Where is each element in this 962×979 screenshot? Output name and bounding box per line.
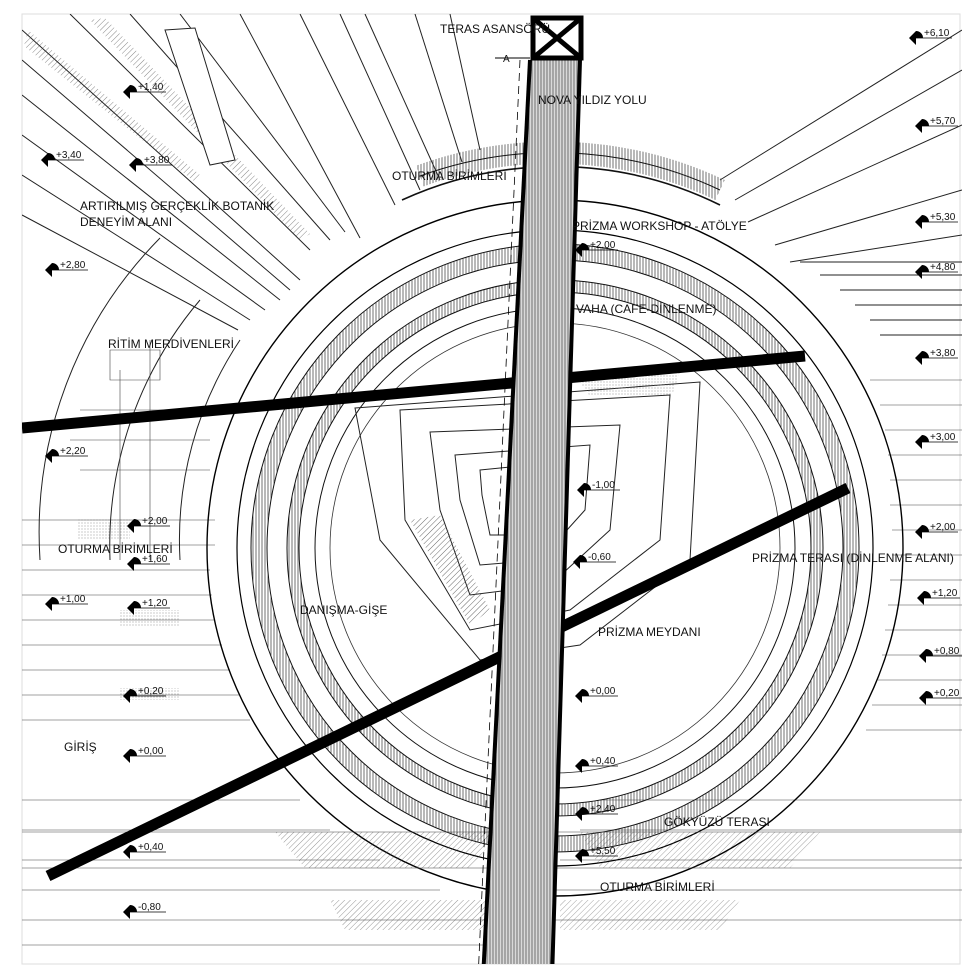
label-giris: GİRİŞ <box>64 740 97 754</box>
svg-text:+0,00: +0,00 <box>138 746 164 757</box>
level-marker: -1,00 <box>577 480 620 497</box>
level-marker: +3,40 <box>41 150 84 167</box>
level-marker: +4,80 <box>915 262 958 279</box>
top-right-fan <box>719 29 962 336</box>
level-marker: +6,10 <box>909 28 952 45</box>
svg-text:-1,00: -1,00 <box>592 480 615 491</box>
label-prizma-workshop: PRİZMA WORKSHOP - ATÖLYE <box>572 219 747 233</box>
svg-text:+1,20: +1,20 <box>142 598 168 609</box>
label-teras-asansoru: TERAS ASANSÖRÜ <box>440 22 550 36</box>
label-prizma-terasi: PRİZMA TERASI (DİNLENME ALANI) <box>752 551 954 565</box>
svg-text:+2,40: +2,40 <box>590 804 616 815</box>
level-marker: +0,80 <box>919 646 962 663</box>
label-oturma-left: OTURMA BİRİMLERİ <box>58 542 173 556</box>
label-gokyuzu: GÖKYÜZÜ TERASI <box>664 815 770 829</box>
svg-text:+0,20: +0,20 <box>934 688 960 699</box>
level-marker: +0,20 <box>919 688 962 705</box>
svg-text:+0,80: +0,80 <box>934 646 960 657</box>
level-marker: +2,00 <box>127 516 170 533</box>
elevator-box <box>530 15 584 61</box>
label-danisma: DANIŞMA-GİŞE <box>300 603 387 617</box>
beam-upper <box>22 350 806 434</box>
level-marker: +1,60 <box>127 554 170 571</box>
svg-text:+2,20: +2,20 <box>60 446 86 457</box>
svg-text:-0,60: -0,60 <box>588 552 611 563</box>
level-marker: -0,60 <box>573 552 616 569</box>
level-marker: -0,80 <box>123 902 166 919</box>
room-labels: TERAS ASANSÖRÜ NOVA YILDIZ YOLU OTURMA B… <box>58 22 954 894</box>
svg-text:+1,20: +1,20 <box>932 588 958 599</box>
level-marker: +1,20 <box>917 588 960 605</box>
svg-text:+2,00: +2,00 <box>930 522 956 533</box>
level-marker: +3,80 <box>915 348 958 365</box>
level-marker: +1,40 <box>123 82 166 99</box>
svg-text:+1,60: +1,60 <box>142 554 168 565</box>
level-marker: +0,00 <box>575 686 618 703</box>
level-marker: +2,40 <box>575 804 618 821</box>
level-marker: +5,30 <box>915 212 958 229</box>
level-marker: +2,80 <box>45 260 88 277</box>
svg-text:+5,70: +5,70 <box>930 116 956 127</box>
label-oturma-top: OTURMA BİRİMLERİ <box>392 169 507 183</box>
level-marker: +2,00 <box>915 522 958 539</box>
level-marker: +5,50 <box>575 846 618 863</box>
svg-text:+0,00: +0,00 <box>590 686 616 697</box>
svg-text:+0,40: +0,40 <box>590 756 616 767</box>
label-prizma-meydani: PRİZMA MEYDANI <box>598 625 701 639</box>
level-marker: +0,00 <box>123 746 166 763</box>
svg-text:+1,00: +1,00 <box>60 594 86 605</box>
svg-text:+5,50: +5,50 <box>590 846 616 857</box>
level-marker: +1,20 <box>127 598 170 615</box>
level-marker: +2,20 <box>45 446 88 463</box>
svg-text:+0,20: +0,20 <box>138 686 164 697</box>
nova-bridge <box>478 59 582 964</box>
top-left-fan <box>22 14 481 331</box>
level-marker: +0,40 <box>123 842 166 859</box>
level-marker: +0,40 <box>575 756 618 773</box>
section-marker: A <box>503 54 510 65</box>
label-artirilmis-2: DENEYİM ALANI <box>80 215 172 229</box>
level-marker: +5,70 <box>915 116 958 133</box>
beam-lower <box>45 483 851 881</box>
svg-text:+0,40: +0,40 <box>138 842 164 853</box>
level-markers: +1,40 +3,40 +3,80 +2,80 +2,20 +2,00 +1,6… <box>41 28 962 919</box>
svg-text:+3,00: +3,00 <box>930 432 956 443</box>
level-marker: +0,20 <box>123 686 166 703</box>
svg-text:+3,80: +3,80 <box>930 348 956 359</box>
label-ritim: RİTİM MERDİVENLERİ <box>108 337 234 351</box>
svg-text:+1,40: +1,40 <box>138 82 164 93</box>
level-marker: +1,00 <box>45 594 88 611</box>
svg-text:+2,80: +2,80 <box>60 260 86 271</box>
svg-text:+5,30: +5,30 <box>930 212 956 223</box>
label-vaha: VAHA (CAFE-DİNLENME) <box>576 302 716 316</box>
level-marker: +3,80 <box>129 155 172 172</box>
level-marker: +3,00 <box>915 432 958 449</box>
svg-text:+3,80: +3,80 <box>144 155 170 166</box>
bottom-platforms <box>22 831 962 930</box>
svg-text:+2,00: +2,00 <box>590 240 616 251</box>
svg-text:-0,80: -0,80 <box>138 902 161 913</box>
svg-text:+6,10: +6,10 <box>924 28 950 39</box>
level-marker: +2,00 <box>575 240 618 257</box>
label-nova-yildiz-yolu: NOVA YILDIZ YOLU <box>538 93 647 107</box>
svg-text:+2,00: +2,00 <box>142 516 168 527</box>
svg-text:+3,40: +3,40 <box>56 150 82 161</box>
svg-text:+4,80: +4,80 <box>930 262 956 273</box>
label-oturma-bottom: OTURMA BİRİMLERİ <box>600 880 715 894</box>
label-artirilmis-1: ARTIRILMIŞ GERÇEKLİK BOTANİK <box>80 199 274 213</box>
